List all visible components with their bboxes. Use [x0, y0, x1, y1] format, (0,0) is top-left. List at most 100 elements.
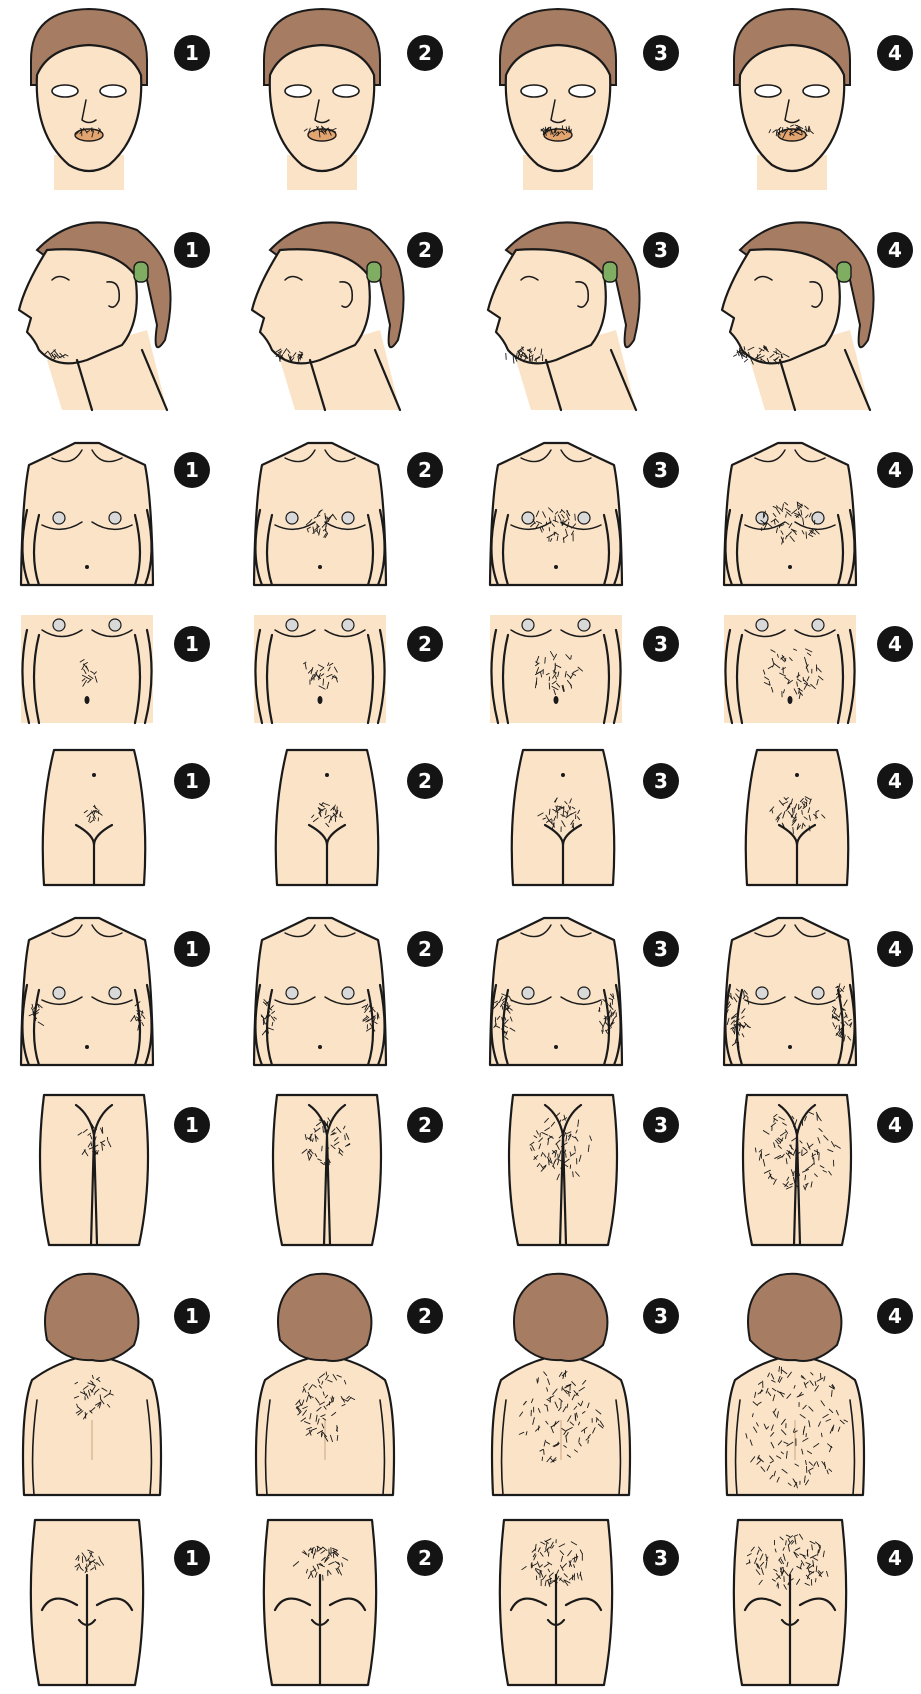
nipple-left — [53, 987, 65, 999]
upper-lip-score-3: 3 — [500, 9, 679, 190]
navel — [788, 696, 793, 704]
score-badge-3: 3 — [643, 35, 679, 71]
badge-label: 2 — [418, 1546, 432, 1570]
badge-label: 3 — [654, 1546, 668, 1570]
score-badge-3: 3 — [643, 1298, 679, 1334]
navel — [318, 696, 323, 704]
chest-score-2: 2 — [254, 443, 443, 585]
nipple-right — [812, 619, 824, 631]
score-badge-3: 3 — [643, 931, 679, 967]
nipple-right — [342, 619, 354, 631]
score-badge-2: 2 — [407, 626, 443, 662]
torso — [21, 615, 153, 723]
badge-label: 4 — [888, 41, 902, 65]
torso — [724, 615, 856, 723]
lower-abdomen-score-4: 4 — [746, 750, 913, 885]
torso — [490, 918, 622, 1065]
score-badge-4: 4 — [877, 1298, 913, 1334]
score-badge-4: 4 — [877, 35, 913, 71]
chest-score-3: 3 — [490, 443, 679, 585]
nipple-left — [522, 987, 534, 999]
chin-score-1: 1 — [19, 222, 210, 410]
badge-label: 4 — [888, 1113, 902, 1137]
navel — [554, 1045, 558, 1049]
torso — [254, 615, 386, 723]
row-upper-arm: 1 2 3 4 — [21, 918, 913, 1065]
navel — [788, 565, 792, 569]
chin-score-3: 3 — [488, 222, 679, 410]
hair — [748, 1274, 841, 1361]
nipple-right — [578, 619, 590, 631]
nipple-right — [342, 987, 354, 999]
upper-abdomen-score-4: 4 — [724, 615, 913, 723]
nipple-left — [286, 619, 298, 631]
nipple-left — [53, 619, 65, 631]
upper-back-score-1: 1 — [23, 1274, 210, 1495]
score-badge-3: 3 — [643, 232, 679, 268]
navel — [554, 565, 558, 569]
upper-back-score-2: 2 — [256, 1274, 443, 1495]
eye-left — [52, 85, 78, 97]
score-badge-4: 4 — [877, 232, 913, 268]
score-badge-3: 3 — [643, 452, 679, 488]
hair-tie — [134, 262, 148, 282]
eye-right — [803, 85, 829, 97]
navel — [795, 773, 799, 777]
badge-label: 2 — [418, 769, 432, 793]
navel — [85, 565, 89, 569]
navel — [318, 1045, 322, 1049]
upper-arm-score-2: 2 — [254, 918, 443, 1065]
face — [252, 249, 370, 363]
upper-arm-score-4: 4 — [724, 918, 913, 1065]
score-badge-3: 3 — [643, 1107, 679, 1143]
thigh-score-2: 2 — [273, 1095, 443, 1245]
badge-label: 2 — [418, 41, 432, 65]
nipple-left — [286, 987, 298, 999]
row-lower-abdomen: 1 2 3 4 — [43, 750, 913, 885]
nipple-left — [286, 512, 298, 524]
eye-right — [100, 85, 126, 97]
score-badge-1: 1 — [174, 763, 210, 799]
lower-abdomen-score-1: 1 — [43, 750, 210, 885]
score-badge-1: 1 — [174, 1540, 210, 1576]
nipple-left — [756, 619, 768, 631]
upper-abdomen-score-1: 1 — [21, 615, 210, 723]
navel — [788, 1045, 792, 1049]
hair — [514, 1274, 607, 1361]
badge-label: 2 — [418, 458, 432, 482]
torso — [21, 918, 153, 1065]
score-badge-2: 2 — [407, 35, 443, 71]
score-badge-4: 4 — [877, 1107, 913, 1143]
upper-arm-score-1: 1 — [21, 918, 210, 1065]
badge-label: 3 — [654, 769, 668, 793]
upper-back-score-4: 4 — [726, 1274, 913, 1495]
badge-label: 1 — [185, 41, 199, 65]
nipple-right — [109, 512, 121, 524]
row-chin: 1 2 3 4 — [19, 222, 913, 410]
face — [19, 249, 137, 363]
row-thigh: 1 2 3 4 — [40, 1095, 913, 1245]
score-badge-2: 2 — [407, 1298, 443, 1334]
score-badge-1: 1 — [174, 1298, 210, 1334]
row-upper-lip: 1 2 3 4 — [31, 9, 913, 190]
face — [270, 45, 374, 171]
badge-label: 2 — [418, 937, 432, 961]
thigh-score-3: 3 — [509, 1095, 679, 1245]
score-badge-1: 1 — [174, 1107, 210, 1143]
badge-label: 4 — [888, 1546, 902, 1570]
nipple-right — [109, 619, 121, 631]
chin-score-4: 4 — [722, 222, 913, 410]
badge-label: 1 — [185, 769, 199, 793]
badge-label: 2 — [418, 632, 432, 656]
hair-tie — [367, 262, 381, 282]
badge-label: 1 — [185, 238, 199, 262]
torso — [254, 443, 386, 585]
badge-label: 3 — [654, 632, 668, 656]
chin-score-2: 2 — [252, 222, 443, 410]
upper-lip-score-4: 4 — [734, 9, 913, 190]
badge-label: 1 — [185, 937, 199, 961]
face — [488, 249, 606, 363]
badge-label: 1 — [185, 632, 199, 656]
score-badge-1: 1 — [174, 626, 210, 662]
badge-label: 3 — [654, 238, 668, 262]
